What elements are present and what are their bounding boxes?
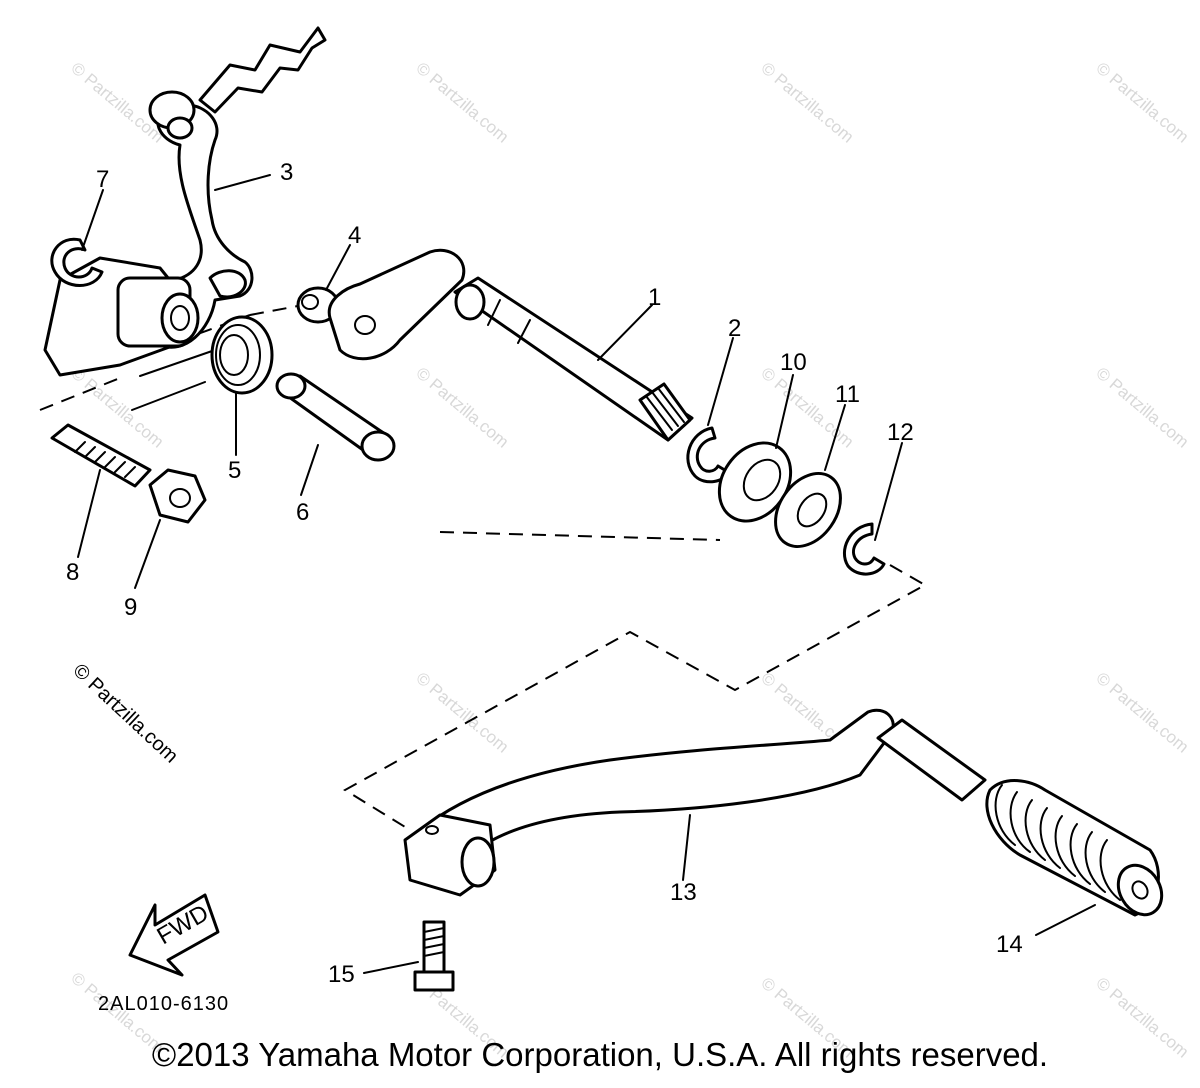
callout-14: 14 (996, 931, 1023, 958)
callout-15: 15 (328, 961, 355, 988)
callout-4: 4 (348, 222, 361, 249)
pedal-rubber (985, 779, 1164, 917)
callout-5: 5 (228, 457, 241, 484)
pinch-bolt (413, 920, 455, 992)
circlip-left (50, 237, 104, 287)
callout-2: 2 (728, 315, 741, 342)
watermark: © Partzilla.com (412, 364, 512, 452)
callout-9: 9 (124, 594, 137, 621)
callout-11: 11 (835, 381, 860, 408)
callout-10: 10 (780, 349, 807, 376)
nut (148, 468, 207, 524)
callout-8: 8 (66, 559, 79, 586)
watermark-dark: © Partzilla.com (69, 660, 183, 768)
leader-lines (77, 174, 1096, 974)
shift-shaft (327, 248, 694, 442)
watermark-layer: © Partzilla.com © Partzilla.com © Partzi… (67, 59, 1192, 1062)
callouts: 1 2 3 4 5 6 7 8 9 10 11 12 13 14 15 (66, 159, 1023, 988)
pin (275, 372, 396, 462)
callout-13: 13 (670, 879, 697, 906)
callout-7: 7 (96, 166, 109, 193)
torsion-spring (131, 315, 274, 411)
circlip-12 (842, 522, 886, 576)
watermark: © Partzilla.com (1092, 364, 1192, 452)
shift-pedal (403, 708, 987, 897)
callout-12: 12 (887, 419, 914, 446)
copyright-notice: ©2013 Yamaha Motor Corporation, U.S.A. A… (151, 1036, 1049, 1073)
watermark: © Partzilla.com (1092, 59, 1192, 147)
callout-1: 1 (648, 284, 661, 311)
shift-arm (43, 26, 327, 377)
fwd-arrow: FWD (128, 893, 220, 977)
washer (774, 472, 842, 548)
bolt (50, 423, 152, 488)
watermark: © Partzilla.com (412, 59, 512, 147)
drawing-code: 2AL010-6130 (98, 993, 229, 1015)
watermark: © Partzilla.com (1092, 669, 1192, 757)
circlip-2 (686, 426, 730, 484)
callout-6: 6 (296, 499, 309, 526)
callout-3: 3 (280, 159, 293, 186)
watermark: © Partzilla.com (757, 59, 857, 147)
